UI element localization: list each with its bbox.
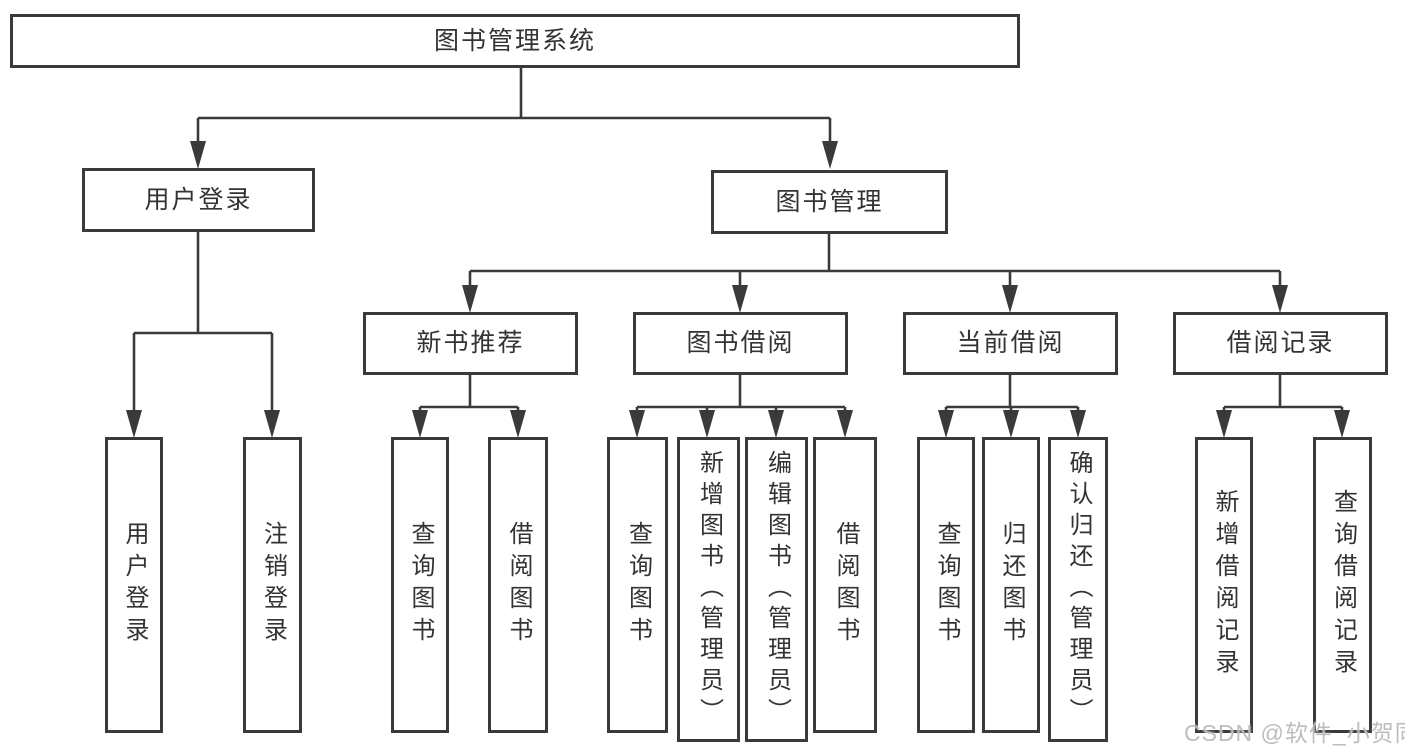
leaf-bb-edit-books-admin: 编辑图书（管理员） xyxy=(745,437,808,742)
arrowhead xyxy=(837,410,853,438)
node-current-borrowing: 当前借阅 xyxy=(903,312,1118,375)
leaf-cb-confirm-return-admin: 确认归还（管理员） xyxy=(1048,437,1108,742)
leaf-br-query-record: 查询借阅记录 xyxy=(1313,437,1372,733)
arrowhead xyxy=(1070,410,1086,438)
node-root-system: 图书管理系统 xyxy=(10,14,1020,68)
leaf-cb-return-books: 归还图书 xyxy=(982,437,1040,733)
arrowhead xyxy=(699,410,715,438)
leaf-nb-query-books: 查询图书 xyxy=(391,437,449,733)
leaf-logout: 注销登录 xyxy=(243,437,302,733)
arrowhead xyxy=(190,141,206,169)
leaf-br-add-record: 新增借阅记录 xyxy=(1195,437,1253,733)
connector-newbook-branch xyxy=(418,375,520,433)
leaf-user-login: 用户登录 xyxy=(105,437,163,733)
node-book-management: 图书管理 xyxy=(711,170,948,234)
arrowhead xyxy=(1334,410,1350,438)
arrowhead xyxy=(1216,410,1232,438)
arrowhead xyxy=(1003,410,1019,438)
connector-records-branch xyxy=(1222,375,1344,433)
node-user-login: 用户登录 xyxy=(82,168,315,232)
connector-bookmgmt-to-level3 xyxy=(468,234,1282,308)
node-borrowing-records: 借阅记录 xyxy=(1173,312,1388,375)
arrowhead xyxy=(1272,285,1288,313)
connector-root-to-level2 xyxy=(196,68,832,164)
arrowhead xyxy=(126,410,142,438)
leaf-bb-add-books-admin: 新增图书（管理员） xyxy=(677,437,740,742)
arrowhead xyxy=(412,410,428,438)
arrowhead xyxy=(732,285,748,313)
leaf-nb-borrow-books: 借阅图书 xyxy=(488,437,548,733)
arrowhead xyxy=(462,285,478,313)
arrowhead xyxy=(629,410,645,438)
arrowhead xyxy=(1002,285,1018,313)
arrowhead xyxy=(510,410,526,438)
arrowhead xyxy=(264,410,280,438)
node-new-book-recommend: 新书推荐 xyxy=(363,312,578,375)
leaf-cb-query-books: 查询图书 xyxy=(917,437,975,733)
csdn-watermark: CSDN @软件_小贺同学 xyxy=(1184,720,1405,746)
arrowhead xyxy=(822,141,838,169)
arrowhead xyxy=(938,410,954,438)
node-book-borrowing: 图书借阅 xyxy=(633,312,848,375)
leaf-bb-borrow-books: 借阅图书 xyxy=(813,437,877,733)
connector-userlogin-branch xyxy=(132,232,274,433)
connector-bookborrow-branch xyxy=(635,375,847,433)
leaf-bb-query-books: 查询图书 xyxy=(607,437,668,733)
arrowhead xyxy=(768,410,784,438)
